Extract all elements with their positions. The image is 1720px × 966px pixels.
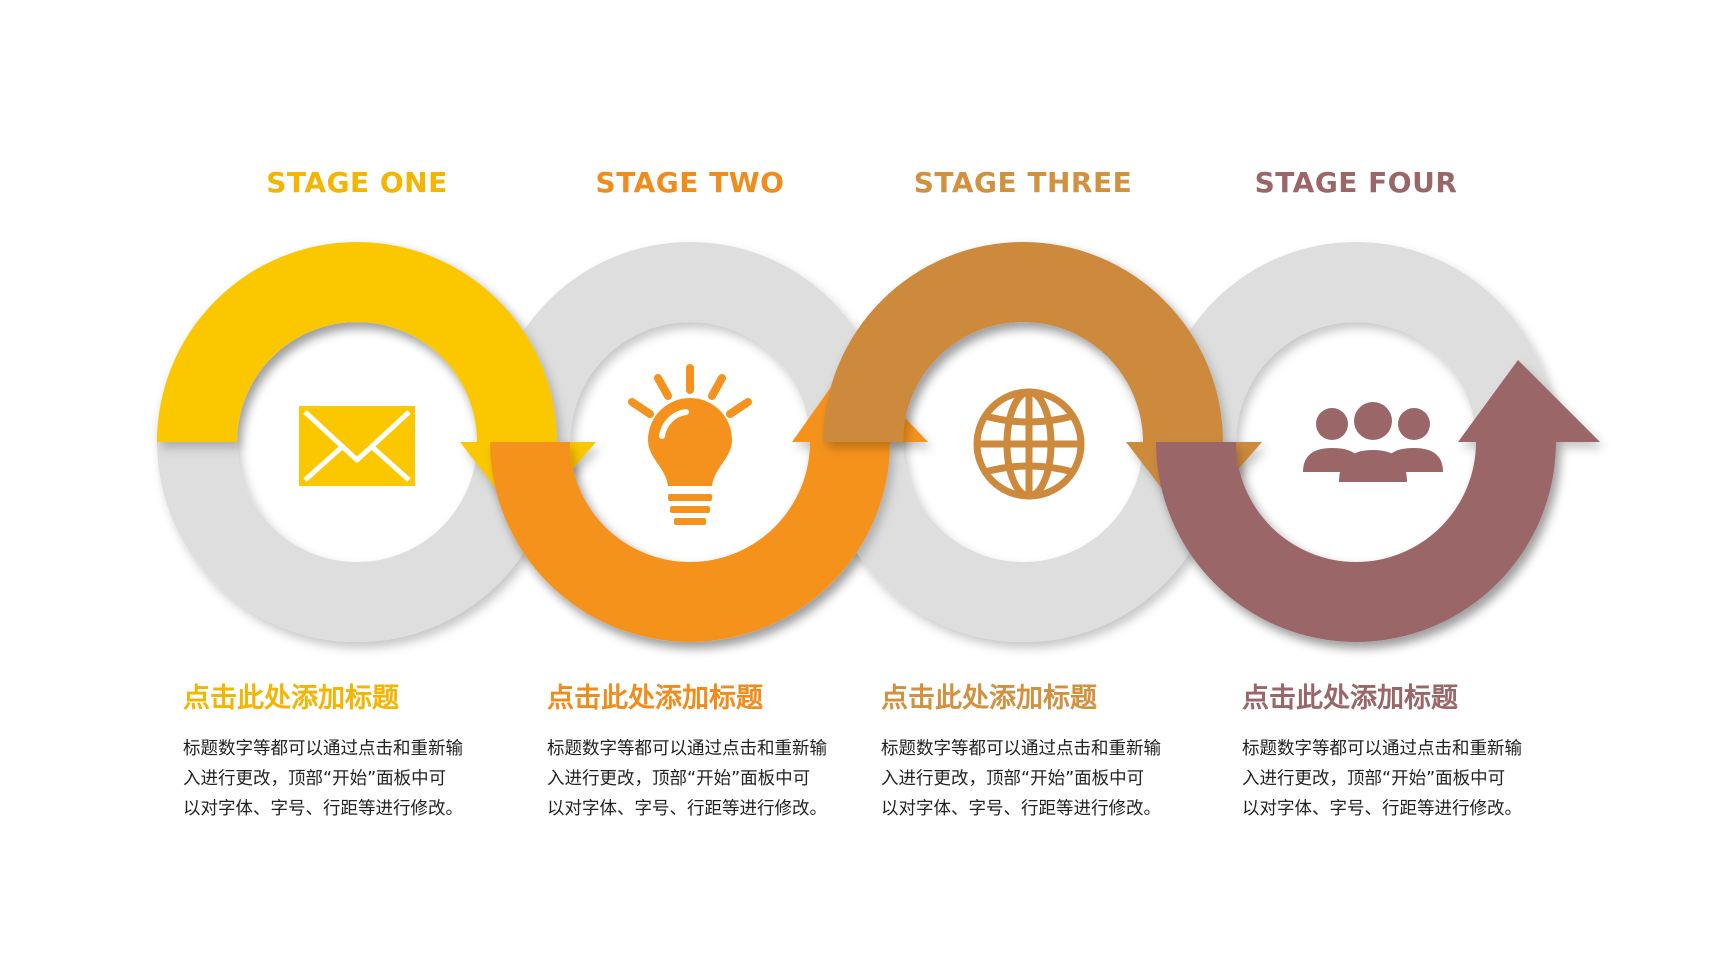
stage-two-heading[interactable]: 点击此处添加标题 (547, 683, 763, 714)
description-line: 标题数字等都可以通过点击和重新输 (183, 739, 463, 759)
stage-four-heading[interactable]: 点击此处添加标题 (1242, 683, 1458, 714)
description-line: 标题数字等都可以通过点击和重新输 (547, 739, 827, 759)
description-line: 以对字体、字号、行距等进行修改。 (183, 799, 463, 819)
stage-three-heading[interactable]: 点击此处添加标题 (881, 683, 1097, 714)
globe-icon (973, 388, 1085, 500)
description-line: 以对字体、字号、行距等进行修改。 (1242, 799, 1522, 819)
stage-three-label: STAGE THREE (913, 166, 1133, 199)
arrow-arc-stage-one (157, 242, 596, 525)
arrow-arc-stage-four (1156, 360, 1600, 642)
description-line: 以对字体、字号、行距等进行修改。 (881, 799, 1161, 819)
stage-one-description[interactable]: 标题数字等都可以通过点击和重新输 入进行更改，顶部“开始”面板中可 以对字体、字… (183, 734, 503, 824)
stage-one-label: STAGE ONE (266, 166, 448, 199)
envelope-icon (299, 406, 415, 486)
description-line: 入进行更改，顶部“开始”面板中可 (547, 769, 811, 789)
description-line: 以对字体、字号、行距等进行修改。 (547, 799, 827, 819)
stage-four-label: STAGE FOUR (1254, 166, 1458, 199)
lightbulb-icon (628, 364, 752, 525)
stage-one-heading[interactable]: 点击此处添加标题 (183, 683, 399, 714)
description-line: 入进行更改，顶部“开始”面板中可 (1242, 769, 1506, 789)
stage-three-description[interactable]: 标题数字等都可以通过点击和重新输 入进行更改，顶部“开始”面板中可 以对字体、字… (881, 734, 1201, 824)
stage-two-description[interactable]: 标题数字等都可以通过点击和重新输 入进行更改，顶部“开始”面板中可 以对字体、字… (547, 734, 867, 824)
users-icon (1303, 402, 1443, 482)
arrow-arc-stage-two (490, 360, 928, 642)
arrow-arc-stage-three (823, 242, 1262, 525)
stage-two-label: STAGE TWO (595, 166, 785, 199)
stage-four-description[interactable]: 标题数字等都可以通过点击和重新输 入进行更改，顶部“开始”面板中可 以对字体、字… (1242, 734, 1562, 824)
description-line: 标题数字等都可以通过点击和重新输 (881, 739, 1161, 759)
description-line: 标题数字等都可以通过点击和重新输 (1242, 739, 1522, 759)
description-line: 入进行更改，顶部“开始”面板中可 (183, 769, 447, 789)
description-line: 入进行更改，顶部“开始”面板中可 (881, 769, 1145, 789)
